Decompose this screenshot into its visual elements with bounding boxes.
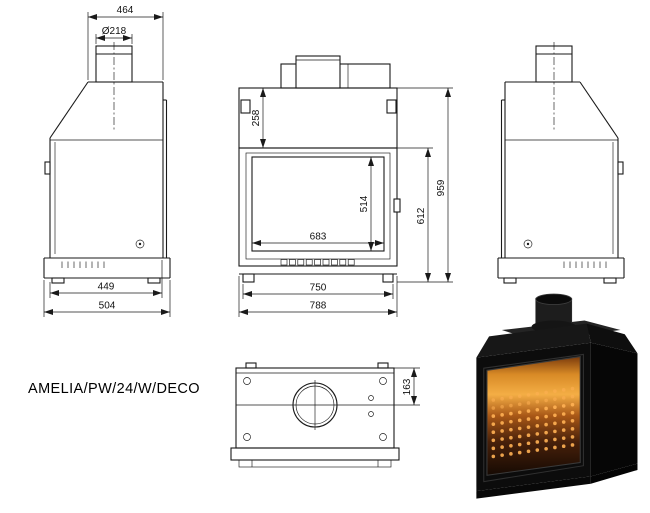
plinth-side: [590, 463, 638, 484]
hood-front-face: [476, 323, 591, 358]
flue-collar: [295, 55, 341, 89]
foot: [51, 277, 65, 284]
dim-hood-height: 258: [251, 88, 266, 148]
dim-label-hood-height: 258: [251, 109, 262, 126]
front-trim: [238, 459, 392, 468]
dim-width-outer: 788: [238, 276, 398, 317]
dim-top-width: 464: [87, 5, 164, 80]
dim-label-glass-height: 514: [359, 195, 370, 212]
dim-label-depth-outer: 504: [99, 301, 116, 312]
foot: [242, 273, 255, 283]
screw-hole: [243, 433, 251, 441]
hood-tab-left: [240, 99, 251, 114]
foot: [382, 273, 394, 283]
vent-slots: [280, 259, 355, 266]
damper-knob: [135, 239, 145, 249]
dim-label-width-outer: 788: [310, 301, 327, 312]
door-hinge: [617, 161, 624, 175]
dim-label-top-width: 464: [117, 5, 134, 16]
dim-label-width-inner: 750: [310, 283, 327, 294]
dim-width-inner: 750: [242, 283, 394, 299]
glass: [251, 156, 385, 252]
firebox-body: [238, 147, 398, 267]
door-frame: [245, 152, 391, 260]
foot: [147, 277, 161, 284]
door-handle: [393, 198, 401, 213]
door-frame-edge: [483, 353, 584, 483]
dim-label-flue-offset: 163: [402, 378, 413, 395]
damper-knob: [523, 239, 533, 249]
grate-ticks: [61, 261, 105, 268]
dim-label-flue-diameter: Ø218: [102, 26, 127, 37]
door-hinge: [44, 161, 51, 175]
mount-tab: [245, 362, 257, 369]
model-title: AMELIA/PW/24/W/DECO: [28, 381, 200, 397]
view-front: 258 514 683 612 959 750: [238, 55, 453, 317]
hood-side-face: [586, 323, 638, 354]
hood-tab-right: [386, 99, 397, 114]
dim-label-body-height: 612: [416, 207, 427, 224]
dim-label-total-height: 959: [436, 179, 447, 196]
screw-hole: [368, 411, 374, 417]
front-edge: [230, 447, 400, 461]
dim-glass-height: 514: [359, 157, 374, 251]
view-top: 163: [230, 362, 420, 468]
mount-tab: [377, 362, 389, 369]
dim-body-height: 612: [397, 147, 453, 283]
foot: [503, 277, 517, 284]
grate-ticks: [563, 261, 607, 268]
dim-glass-width: 683: [252, 232, 384, 246]
dim-depth-outer: 504: [43, 280, 171, 317]
dim-label-depth-inner: 449: [98, 282, 115, 293]
screw-hole: [379, 433, 387, 441]
screw-hole: [368, 395, 374, 401]
screw-hole: [379, 377, 387, 385]
view-side-left: 464 Ø218 449 504: [43, 5, 171, 317]
dim-depth-inner: 449: [49, 260, 163, 298]
dim-flue-diameter: Ø218: [95, 26, 133, 44]
dim-flue-offset: 163: [394, 367, 420, 405]
body-side-face: [590, 342, 638, 477]
flue-pipe-top: [535, 293, 573, 306]
deco-perforation-dots: [491, 386, 575, 459]
plinth-front: [476, 476, 591, 499]
foot: [603, 277, 617, 284]
dim-total-height: 959: [397, 87, 453, 282]
screw-hole: [243, 377, 251, 385]
view-side-right: [497, 42, 625, 284]
dim-label-glass-width: 683: [310, 232, 327, 243]
product-photo: [476, 293, 638, 499]
